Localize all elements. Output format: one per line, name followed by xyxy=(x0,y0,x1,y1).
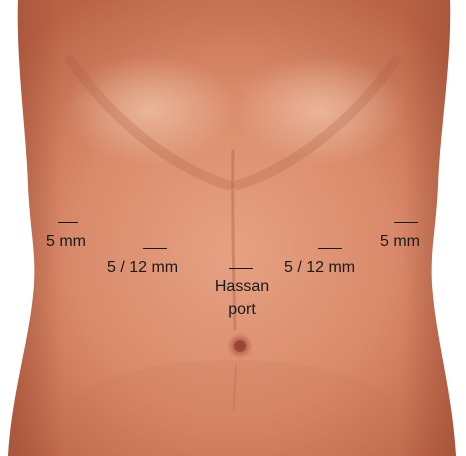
right-mid-port-mark xyxy=(318,248,342,249)
hassan-port-label-line2: port xyxy=(200,301,284,319)
right-lateral-port-label: 5 mm xyxy=(380,233,420,251)
hassan-port-label-line1: Hassan xyxy=(200,278,284,296)
left-lateral-port-mark xyxy=(58,222,78,223)
right-lateral-port-mark xyxy=(394,222,418,223)
left-lateral-port-label: 5 mm xyxy=(46,233,86,251)
left-mid-port-label: 5 / 12 mm xyxy=(107,259,178,277)
hassan-port-mark xyxy=(229,268,253,269)
right-mid-port-label: 5 / 12 mm xyxy=(284,259,355,277)
left-mid-port-mark xyxy=(143,248,167,249)
